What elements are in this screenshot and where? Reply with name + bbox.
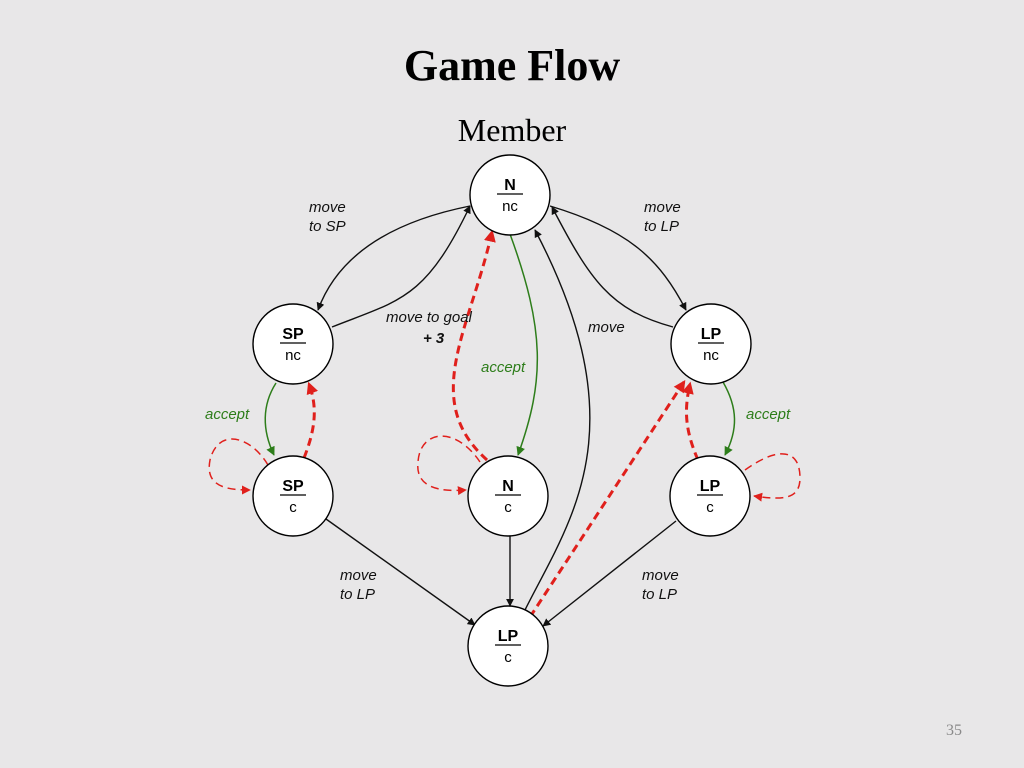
node-sp-nc-top: SP: [282, 326, 304, 343]
node-n-c-top: N: [502, 478, 514, 495]
page-number: 35: [946, 722, 962, 739]
node-lp-nc-bottom: nc: [703, 347, 719, 364]
node-lp-c-right-bottom: c: [706, 499, 714, 516]
node-sp-nc-bottom: nc: [285, 347, 301, 364]
label-move-center: move: [588, 319, 625, 336]
edge-n-c-to-n-nc-goal: [451, 229, 496, 462]
node-n-c-bottom: c: [504, 499, 512, 516]
edge-sp-c-to-lp-c-bottom: [325, 518, 476, 626]
edge-lp-c-bottom-to-lp-nc-goal: [528, 379, 686, 618]
edge-n-c-self-loop: [417, 435, 481, 496]
node-sp-c-bottom: c: [289, 499, 297, 516]
edge-lp-c-bottom-to-n-nc: [524, 229, 591, 611]
node-sp-c: SP c: [252, 455, 334, 537]
label-accept-left: accept: [205, 406, 250, 423]
label-move-to-goal: move to goal: [386, 309, 473, 326]
edge-lp-nc-to-lp-c-accept: [722, 381, 736, 456]
label-move-to-sp-line2: to SP: [309, 218, 346, 235]
slide-subtitle: Member: [457, 112, 567, 148]
label-move-to-lp-left-line1: move: [340, 567, 377, 584]
edge-sp-nc-to-n-nc: [331, 205, 471, 328]
node-n-nc-bottom: nc: [502, 198, 518, 215]
edge-lp-nc-to-n-nc: [551, 206, 674, 328]
label-move-to-lp-right-line1: move: [642, 567, 679, 584]
node-lp-c-right-top: LP: [700, 478, 721, 495]
edge-sp-c-to-sp-nc-goal: [302, 381, 318, 459]
label-plus-three: + 3: [423, 330, 445, 347]
label-move-to-lp-right-line2: to LP: [642, 586, 677, 603]
label-accept-right: accept: [746, 406, 791, 423]
edge-lp-c-to-lp-nc-goal: [681, 381, 700, 461]
node-sp-c-top: SP: [282, 478, 304, 495]
label-move-to-lp-top-line1: move: [644, 199, 681, 216]
node-lp-c-bottom-bottom: c: [504, 649, 512, 666]
node-lp-c-bottom-top: LP: [498, 628, 519, 645]
node-n-nc: N nc: [469, 154, 551, 236]
node-lp-nc: LP nc: [670, 303, 752, 385]
node-lp-c-right: LP c: [669, 455, 751, 537]
edge-lp-c-right-self-loop: [744, 453, 801, 502]
slide-title: Game Flow: [403, 41, 621, 90]
node-lp-nc-top: LP: [701, 326, 722, 343]
edge-lp-c-right-to-lp-c-bottom: [542, 520, 677, 627]
edge-n-nc-to-lp-nc: [549, 205, 687, 311]
label-move-to-lp-top-line2: to LP: [644, 218, 679, 235]
label-move-to-lp-left-line2: to LP: [340, 586, 375, 603]
edge-n-nc-to-n-c-accept: [509, 233, 539, 456]
edge-sp-c-self-loop: [208, 438, 269, 495]
node-sp-nc: SP nc: [252, 303, 334, 385]
node-lp-c-bottom: LP c: [467, 605, 549, 687]
edge-n-nc-to-sp-nc: [316, 205, 471, 311]
label-accept-center: accept: [481, 359, 526, 376]
node-n-c: N c: [467, 455, 549, 537]
edge-sp-nc-to-sp-c-accept: [264, 382, 277, 456]
node-n-nc-top: N: [504, 177, 516, 194]
label-move-to-sp-line1: move: [309, 199, 346, 216]
